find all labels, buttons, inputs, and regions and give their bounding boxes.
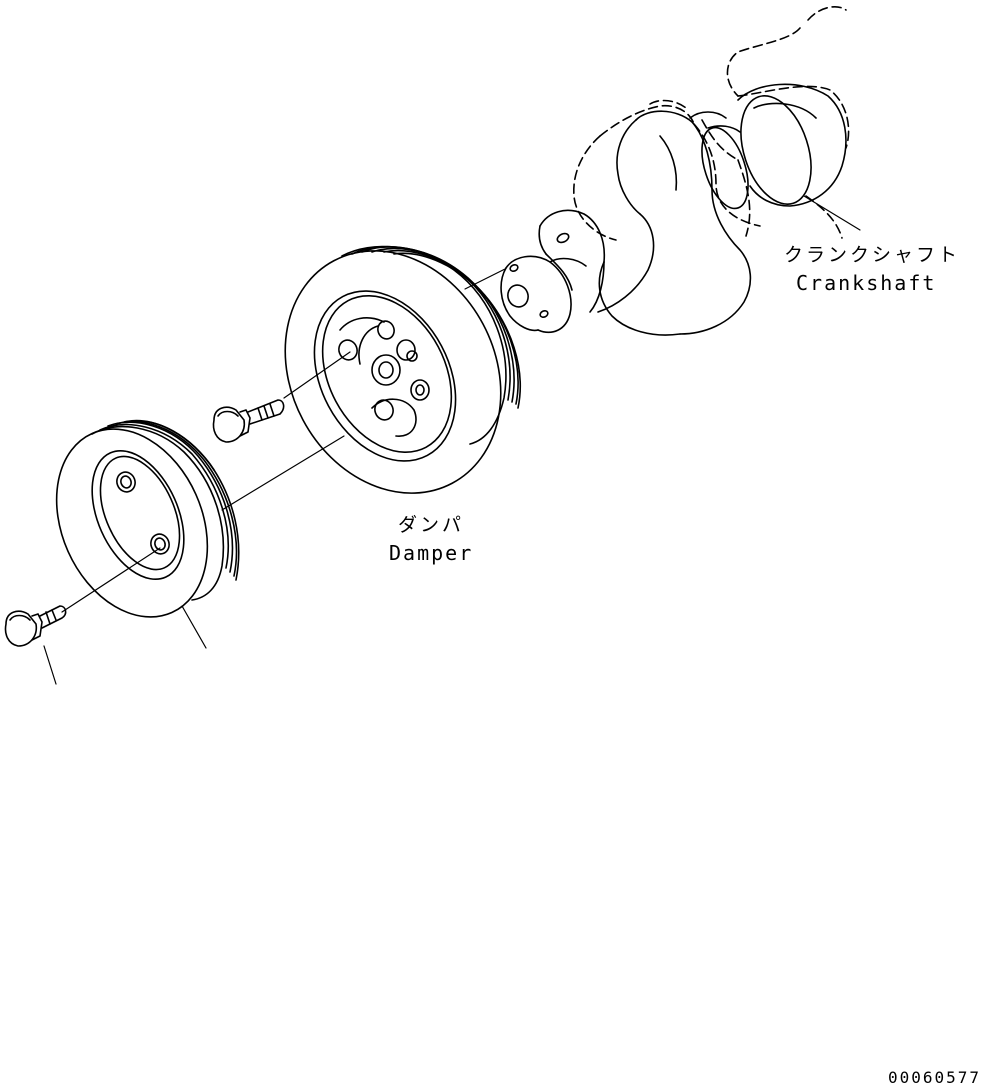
damper-label-en: Damper [389,541,474,565]
pulley-bolt [4,605,67,647]
damper-bolt [212,399,285,443]
damper-outer-rim [284,250,502,494]
crankshaft-label-en: Crankshaft [796,271,937,295]
damper-part [284,245,521,494]
crankshaft-leader [803,195,861,231]
pulley-bolt-leader [43,645,57,685]
crankshaft-phantom-outline [573,6,850,241]
damper-label-jp: ダンパ [398,514,465,536]
pulley-outer-rim [55,428,209,618]
callout-leaders [43,195,861,685]
crankshaft-label-jp: クランクシャフト [784,244,961,266]
pulley-part [55,419,240,618]
figure-id: 00060577 [888,1068,982,1087]
assembly-axis-lines [61,268,506,613]
crankshaft-part [500,6,850,336]
pulley-leader [181,605,207,649]
